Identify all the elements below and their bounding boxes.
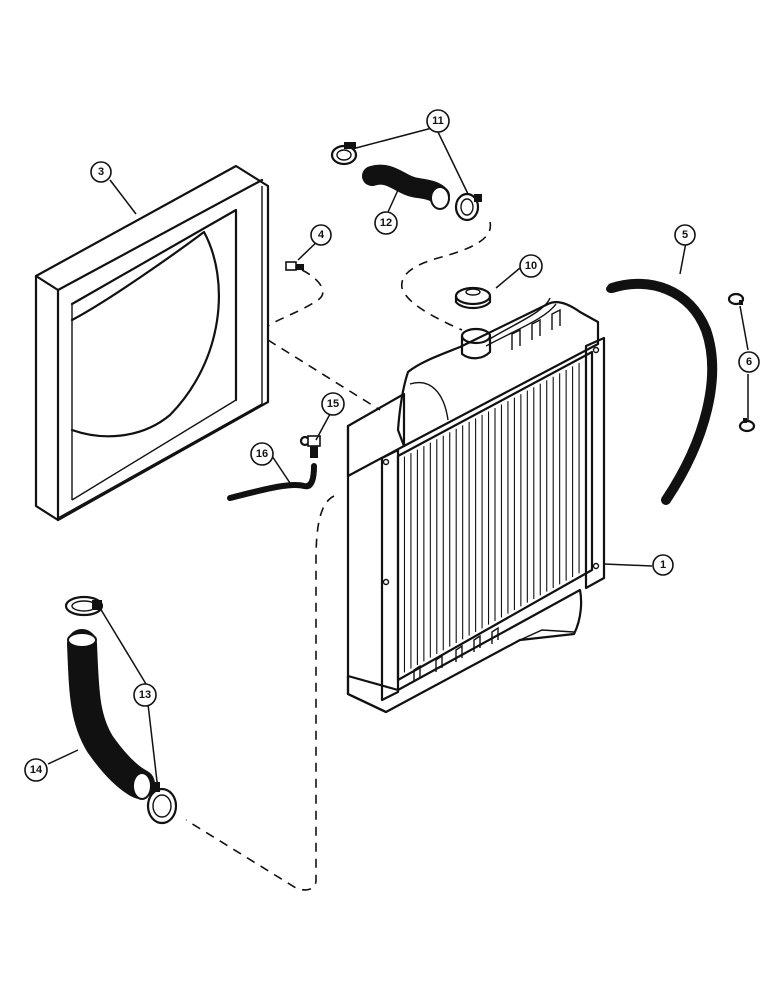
bottom-notches bbox=[413, 626, 499, 682]
callout-label-14: 14 bbox=[30, 764, 43, 776]
lower-hose bbox=[67, 629, 155, 800]
hose-clamps-small bbox=[727, 292, 756, 433]
callout-4: 4 bbox=[310, 224, 332, 246]
assembly-lines bbox=[185, 221, 492, 891]
leader-lines bbox=[47, 127, 749, 791]
callout-label-13: 13 bbox=[139, 689, 151, 701]
callout-label-10: 10 bbox=[525, 260, 537, 272]
tank-notches bbox=[511, 308, 561, 350]
upper-hose bbox=[362, 164, 450, 210]
radiator bbox=[346, 297, 606, 714]
callout-label-15: 15 bbox=[327, 398, 339, 410]
callout-label-6: 6 bbox=[746, 356, 752, 368]
callout-14: 14 bbox=[24, 758, 48, 782]
fan-shroud bbox=[34, 164, 270, 522]
callout-label-11: 11 bbox=[432, 115, 444, 127]
overflow-hose bbox=[606, 278, 718, 505]
elbow-fitting bbox=[299, 435, 321, 458]
radiator-cap bbox=[454, 286, 492, 310]
callout-label-5: 5 bbox=[682, 229, 688, 241]
callout-13: 13 bbox=[133, 683, 157, 707]
callout-label-3: 3 bbox=[98, 166, 104, 178]
shroud-bolt bbox=[285, 261, 304, 271]
callout-10: 10 bbox=[519, 254, 543, 278]
upper-hose-clamps bbox=[330, 142, 482, 222]
radiator-core-fins bbox=[403, 359, 587, 673]
callout-15: 15 bbox=[321, 392, 345, 416]
drain-tube bbox=[227, 463, 317, 501]
callout-label-12: 12 bbox=[380, 217, 392, 229]
callout-11: 11 bbox=[426, 109, 450, 133]
callout-12: 12 bbox=[374, 211, 398, 235]
callout-1: 1 bbox=[652, 554, 674, 576]
callout-6: 6 bbox=[738, 351, 760, 373]
callout-label-16: 16 bbox=[256, 448, 268, 460]
callout-16: 16 bbox=[250, 442, 274, 466]
lower-hose-clamps bbox=[64, 595, 178, 825]
callout-label-4: 4 bbox=[318, 229, 325, 241]
callout-5: 5 bbox=[674, 224, 696, 246]
callout-label-1: 1 bbox=[660, 559, 666, 571]
callout-3: 3 bbox=[90, 161, 112, 183]
